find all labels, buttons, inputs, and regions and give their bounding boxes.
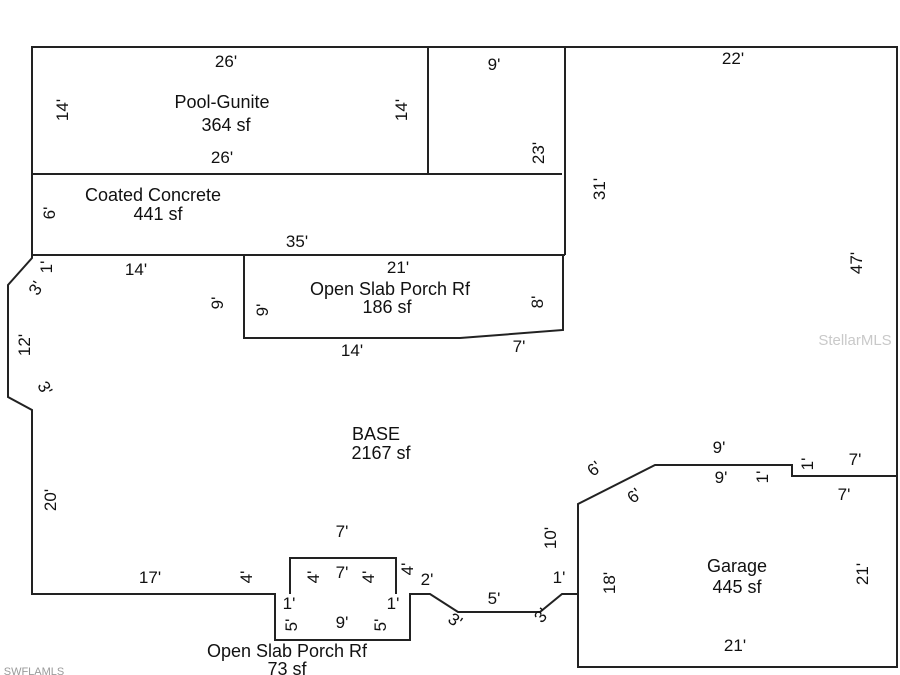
- dim-label: 7': [336, 563, 349, 582]
- dim-label: 6': [583, 457, 605, 480]
- dim-label: 9': [488, 55, 501, 74]
- garage-outline: [577, 464, 897, 667]
- base-area: 2167 sf: [351, 443, 411, 463]
- dim-label: 9': [336, 613, 349, 632]
- dim-label: 7': [513, 337, 526, 356]
- dim-label: 8': [528, 296, 547, 309]
- dim-label: 9': [715, 468, 728, 487]
- dim-label: 21': [387, 258, 409, 277]
- dim-label: 21': [853, 563, 872, 585]
- garage-name: Garage: [707, 556, 767, 576]
- coated-area: 441 sf: [133, 204, 183, 224]
- dim-label: 5': [371, 619, 390, 632]
- dim-label: 31': [590, 178, 609, 200]
- pool-area: 364 sf: [201, 115, 251, 135]
- dim-label: 6': [40, 207, 59, 220]
- dim-label: 10': [541, 527, 560, 549]
- dim-label: 3': [25, 278, 48, 299]
- dim-label: 9': [208, 297, 227, 310]
- dim-label: 14': [392, 99, 411, 121]
- upper-porch-area: 186 sf: [362, 297, 412, 317]
- dim-label: 12': [15, 334, 34, 356]
- lower-porch-area: 73 sf: [267, 659, 307, 675]
- dim-label: 5': [282, 619, 301, 632]
- dim-label: 4': [359, 571, 378, 584]
- upper-porch-outline: [243, 255, 564, 339]
- dim-label: 1': [37, 261, 56, 274]
- dim-label: 26': [215, 52, 237, 71]
- plan-outlines: [7, 46, 898, 668]
- dim-label: 14': [341, 341, 363, 360]
- dim-label: 6': [623, 484, 645, 507]
- dim-label: 2': [421, 570, 434, 589]
- dim-label: 3': [530, 604, 553, 626]
- lower-porch-inner: [289, 557, 397, 594]
- dim-label: 35': [286, 232, 308, 251]
- dim-label: 22': [722, 49, 744, 68]
- dim-label: 5': [488, 589, 501, 608]
- dim-label: 9': [253, 304, 272, 317]
- dim-label: 1': [553, 568, 566, 587]
- dim-label: 9': [713, 438, 726, 457]
- dim-label: 1': [798, 458, 817, 471]
- dim-label: 14': [125, 260, 147, 279]
- dim-label: 7': [838, 485, 851, 504]
- dim-label: 4': [237, 571, 256, 584]
- room-labels: Pool-Gunite 364 sf Coated Concrete 441 s…: [85, 92, 767, 675]
- upper-porch-name: Open Slab Porch Rf: [310, 279, 471, 299]
- dim-label: 3': [33, 378, 56, 399]
- dim-label: 1': [753, 471, 772, 484]
- dimension-labels: 26' 26' 14' 14' 9' 22' 23' 31' 47' 6' 35…: [15, 49, 872, 655]
- swfl-watermark: SWFLAMLS: [4, 666, 65, 675]
- dim-label: 26': [211, 148, 233, 167]
- pool-name: Pool-Gunite: [174, 92, 269, 112]
- dim-label: 4': [304, 571, 323, 584]
- dim-label: 1': [387, 594, 400, 613]
- dim-label: 4': [398, 563, 417, 576]
- dim-label: 18': [600, 572, 619, 594]
- dim-label: 21': [724, 636, 746, 655]
- dim-label: 23': [529, 142, 548, 164]
- coated-name: Coated Concrete: [85, 185, 221, 205]
- dim-label: 47': [847, 252, 866, 274]
- dim-label: 20': [41, 489, 60, 511]
- dim-label: 1': [283, 594, 296, 613]
- dim-label: 7': [336, 522, 349, 541]
- lower-porch-name: Open Slab Porch Rf: [207, 641, 368, 661]
- base-name: BASE: [352, 424, 400, 444]
- stellar-watermark: StellarMLS: [818, 332, 891, 349]
- dim-label: 17': [139, 568, 161, 587]
- dim-label: 7': [849, 450, 862, 469]
- dim-label: 14': [53, 99, 72, 121]
- garage-area: 445 sf: [712, 577, 762, 597]
